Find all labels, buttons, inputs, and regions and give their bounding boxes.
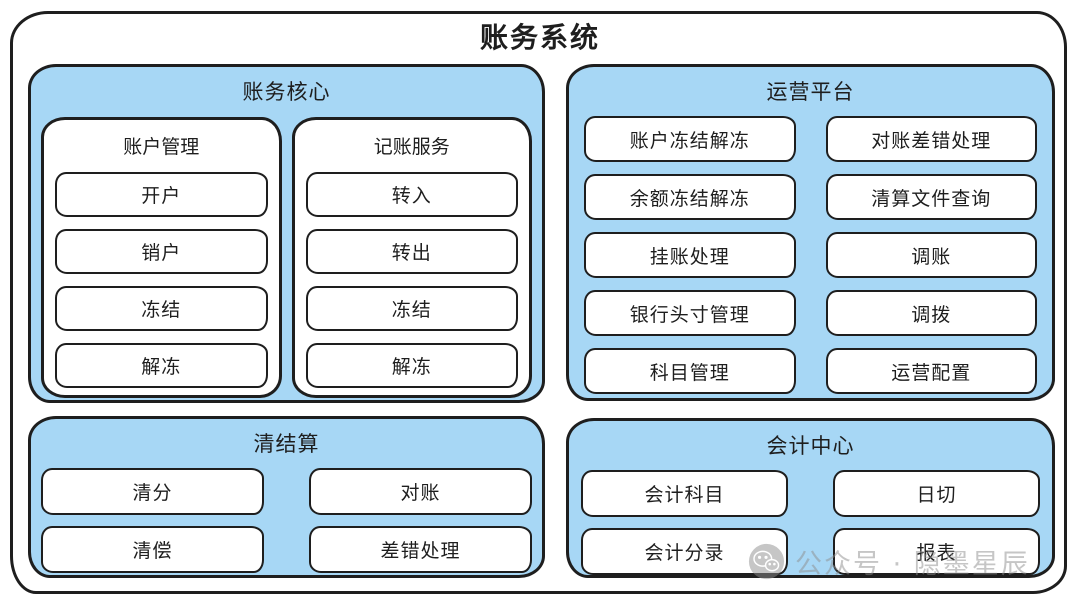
item-box: 科目管理 [584, 348, 796, 394]
item-box: 清算文件查询 [825, 174, 1037, 220]
item-box: 解冻 [55, 343, 268, 388]
section-title: 运营平台 [766, 80, 855, 104]
item-box: 会计科目 [581, 470, 788, 517]
section-operations-platform: 运营平台 账户冻结解冻 余额冻结解冻 挂账处理 银行头寸管理 科目管理 对账差错… [566, 64, 1055, 401]
subsection-title: 账户管理 [123, 136, 200, 158]
ops-columns: 账户冻结解冻 余额冻结解冻 挂账处理 银行头寸管理 科目管理 对账差错处理 清算… [569, 116, 1052, 394]
item-box: 转出 [305, 229, 518, 274]
item-box: 解冻 [305, 343, 518, 388]
item-box: 报表 [833, 528, 1040, 575]
item-box: 运营配置 [825, 348, 1037, 394]
item-box: 转入 [305, 172, 518, 217]
section-clearing-settlement: 清结算 清分 对账 清偿 差错处理 [28, 416, 545, 578]
item-box: 清分 [41, 468, 264, 515]
section-title: 会计中心 [766, 434, 855, 458]
item-box: 销户 [55, 229, 268, 274]
item-box: 日切 [833, 470, 1040, 517]
section-accounting-core: 账务核心 账户管理 开户 销户 冻结 解冻 记账服务 转入 转出 冻结 解冻 [28, 64, 545, 403]
item-box: 冻结 [55, 286, 268, 331]
ops-column-right: 对账差错处理 清算文件查询 调账 调拨 运营配置 [825, 116, 1037, 394]
item-box: 挂账处理 [584, 232, 796, 278]
item-box: 开户 [55, 172, 268, 217]
item-box: 对账 [309, 468, 532, 515]
subsection-title: 记账服务 [373, 136, 450, 158]
subsection-bookkeeping-service: 记账服务 转入 转出 冻结 解冻 [291, 117, 532, 398]
item-box: 冻结 [305, 286, 518, 331]
item-box: 银行头寸管理 [584, 290, 796, 336]
item-box: 对账差错处理 [825, 116, 1037, 162]
diagram-title: 账务系统 [479, 21, 600, 54]
accounting-grid: 会计科目 日切 会计分录 报表 [569, 470, 1052, 575]
item-box: 清偿 [41, 526, 264, 573]
item-box: 会计分录 [581, 528, 788, 575]
item-box: 调拨 [825, 290, 1037, 336]
subsection-account-management: 账户管理 开户 销户 冻结 解冻 [41, 117, 282, 398]
ops-column-left: 账户冻结解冻 余额冻结解冻 挂账处理 银行头寸管理 科目管理 [584, 116, 796, 394]
section-accounting-center: 会计中心 会计科目 日切 会计分录 报表 [566, 418, 1055, 578]
core-subsections: 账户管理 开户 销户 冻结 解冻 记账服务 转入 转出 冻结 解冻 [31, 117, 542, 398]
section-title: 账务核心 [242, 80, 331, 104]
item-box: 调账 [825, 232, 1037, 278]
section-title: 清结算 [253, 432, 320, 456]
item-box: 账户冻结解冻 [584, 116, 796, 162]
item-box: 差错处理 [309, 526, 532, 573]
clearing-grid: 清分 对账 清偿 差错处理 [31, 468, 542, 573]
item-box: 余额冻结解冻 [584, 174, 796, 220]
